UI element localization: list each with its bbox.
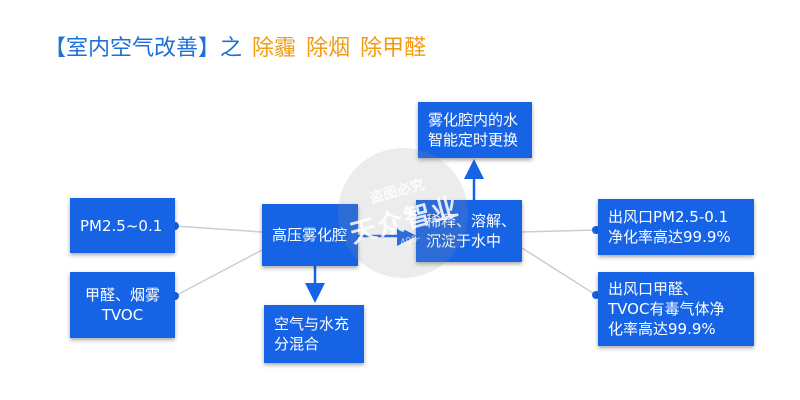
node-output-tvoc: 出风口甲醛、 TVOC有毒气体净 化率高达99.9% xyxy=(598,272,754,346)
node-dilute-label-1: 稀释、溶解、 xyxy=(426,212,517,230)
node-output-pm-label-2: 净化率高达99.9% xyxy=(608,228,731,246)
title-item-smog: 除霾 xyxy=(252,36,297,61)
title-bracket-close: 】之 xyxy=(198,36,243,61)
node-pm: PM2.5~0.1 xyxy=(70,198,175,253)
node-output-pm: 出风口PM2.5-0.1 净化率高达99.9% xyxy=(598,199,754,255)
node-water-label-2: 智能定时更换 xyxy=(428,131,519,149)
title-item-smoke: 除烟 xyxy=(306,36,351,61)
node-mix-label-1: 空气与水充 xyxy=(274,315,350,333)
node-mix-label-2: 分混合 xyxy=(274,335,320,353)
node-formaldehyde: 甲醛、烟雾 TVOC xyxy=(70,272,175,338)
node-water-label-1: 雾化腔内的水 xyxy=(428,111,519,129)
title-topic: 室内空气改善 xyxy=(66,36,199,61)
page-title: 【室内空气改善】之除霾除烟除甲醛 xyxy=(44,34,426,64)
node-output-tvoc-label-2: TVOC有毒气体净 xyxy=(608,300,725,318)
title-item-formaldehyde: 除甲醛 xyxy=(360,36,427,61)
node-dilute-label-2: 沉淀于水中 xyxy=(426,232,502,250)
node-formaldehyde-label-1: 甲醛、烟雾 xyxy=(84,286,160,304)
connector-pm-to-atomizer xyxy=(174,225,263,233)
node-pm-label: PM2.5~0.1 xyxy=(80,216,163,235)
node-output-pm-label-1: 出风口PM2.5-0.1 xyxy=(608,208,729,226)
node-output-tvoc-label-1: 出风口甲醛、 xyxy=(608,280,699,298)
node-dilute: 稀释、溶解、 沉淀于水中 xyxy=(416,200,522,262)
node-output-tvoc-label-3: 化率高达99.9% xyxy=(608,320,716,338)
title-bracket-open: 【 xyxy=(44,36,67,61)
connector-dilute-to-out1 xyxy=(521,229,597,233)
node-mix: 空气与水充 分混合 xyxy=(264,305,364,363)
node-water: 雾化腔内的水 智能定时更换 xyxy=(418,102,532,158)
connector-formaldehyde-to-atomizer xyxy=(174,249,263,297)
node-atomizer-label: 高压雾化腔 xyxy=(272,226,348,244)
node-formaldehyde-label-2: TVOC xyxy=(101,306,144,324)
node-atomizer: 高压雾化腔 xyxy=(262,204,358,266)
connector-dilute-to-out2 xyxy=(521,247,597,296)
